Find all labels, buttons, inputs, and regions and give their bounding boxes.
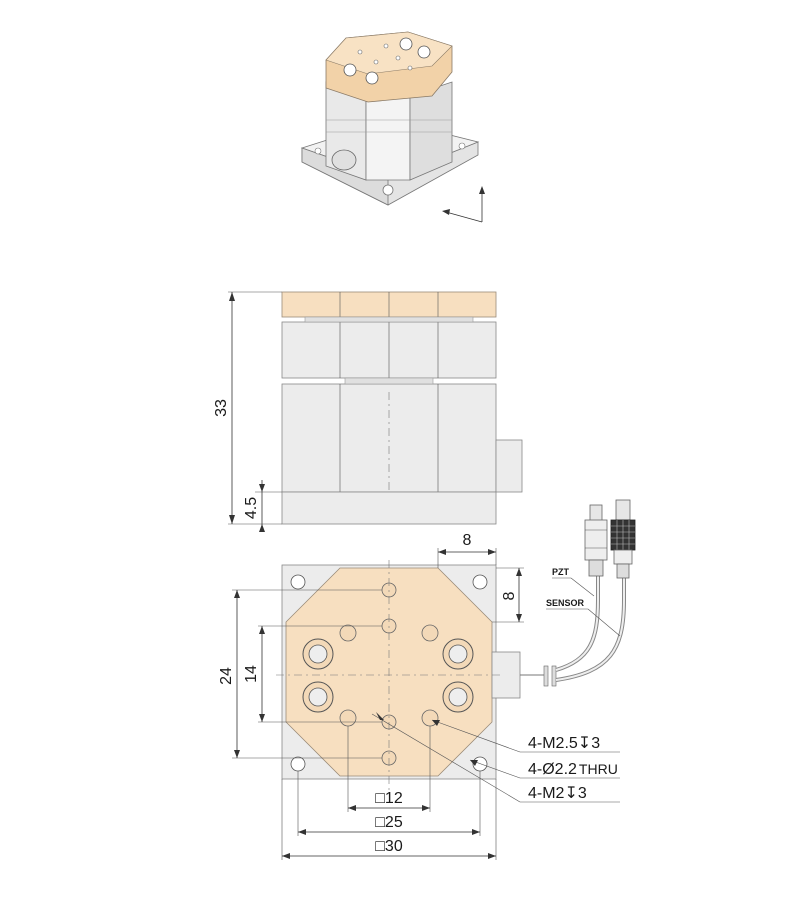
dim-corner-h: 8 [463, 532, 472, 549]
top-view: 8 8 24 14 □12 □25 [218, 532, 620, 860]
dim-corner-v: 8 [501, 591, 518, 600]
callout-m25: 4-M2.5↧3 [528, 735, 600, 752]
isometric-view [300, 31, 485, 223]
side-view: 33 4.5 [213, 291, 523, 532]
dim-25: □25 [375, 814, 403, 831]
counterbore-holes [302, 638, 474, 713]
dim-14: 14 [243, 665, 260, 683]
dim-24: 24 [218, 667, 235, 685]
dim-height-total: 33 [213, 399, 230, 417]
pzt-label: PZT [552, 567, 570, 577]
dim-height-base: 4.5 [243, 497, 260, 519]
sensor-label: SENSOR [546, 598, 585, 608]
dim-30: □30 [375, 838, 403, 855]
callout-m2: 4-M2↧3 [528, 785, 587, 802]
cables: PZT SENSOR [520, 499, 636, 687]
dim-12: □12 [375, 790, 403, 807]
